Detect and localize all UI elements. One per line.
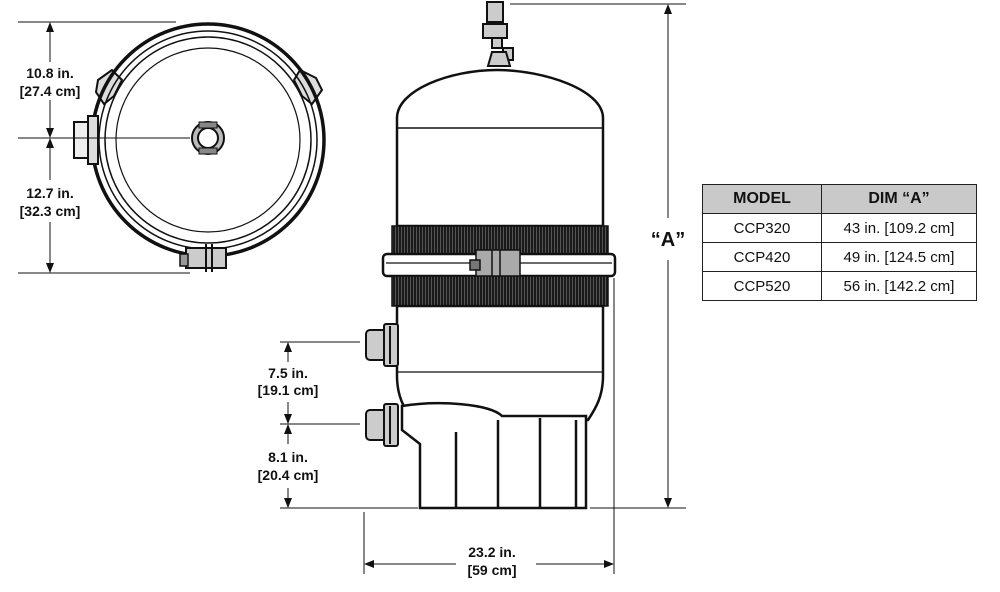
clamp-latch xyxy=(469,249,521,281)
model-cell: CCP520 xyxy=(702,271,822,301)
model-dimension-table: MODEL DIM “A” CCP320 43 in. [109.2 cm] C… xyxy=(702,184,977,301)
base-width-dim-cm: [59 cm] xyxy=(467,562,516,578)
side-view-arrowheads xyxy=(284,4,672,568)
tank-base xyxy=(400,402,588,510)
top-view-lower-dim-in: 12.7 in. xyxy=(26,185,73,201)
model-cell: CCP420 xyxy=(702,242,822,272)
base-legs xyxy=(454,418,578,508)
port-height-dim-in: 8.1 in. xyxy=(268,449,308,465)
overall-height-label: “A” xyxy=(651,229,685,251)
table-row: CCP320 43 in. [109.2 cm] xyxy=(702,213,977,243)
table-row: CCP520 56 in. [142.2 cm] xyxy=(702,271,977,301)
tank-upper-body xyxy=(395,68,605,228)
side-view xyxy=(365,1,617,510)
clamp-knob xyxy=(179,244,227,272)
table-row: CCP420 49 in. [124.5 cm] xyxy=(702,242,977,272)
column-header-model: MODEL xyxy=(702,184,822,214)
top-view-arrowheads xyxy=(46,22,54,273)
model-cell: CCP320 xyxy=(702,213,822,243)
port-height-dim-cm: [20.4 cm] xyxy=(258,467,319,483)
port-spacing-dim-cm: [19.1 cm] xyxy=(258,382,319,398)
base-width-dim-in: 23.2 in. xyxy=(468,544,515,560)
dim-cell: 43 in. [109.2 cm] xyxy=(821,213,977,243)
top-view-lower-dim-cm: [32.3 cm] xyxy=(20,203,81,219)
side-view-dimension-lines xyxy=(280,3,686,574)
column-header-dim-a: DIM “A” xyxy=(821,184,977,214)
air-relief-valve xyxy=(482,1,514,67)
tank-lower-body xyxy=(395,304,605,422)
table-header-row: MODEL DIM “A” xyxy=(702,184,977,214)
top-view-upper-dim-cm: [27.4 cm] xyxy=(20,83,81,99)
dim-cell: 49 in. [124.5 cm] xyxy=(821,242,977,272)
top-view xyxy=(18,21,326,274)
lower-rib-band xyxy=(391,275,609,307)
top-view-upper-dim-in: 10.8 in. xyxy=(26,65,73,81)
center-air-relief-valve xyxy=(191,121,225,155)
dim-cell: 56 in. [142.2 cm] xyxy=(821,271,977,301)
inlet-port xyxy=(365,403,399,447)
outlet-port xyxy=(365,323,399,367)
port-spacing-dim-in: 7.5 in. xyxy=(268,365,308,381)
